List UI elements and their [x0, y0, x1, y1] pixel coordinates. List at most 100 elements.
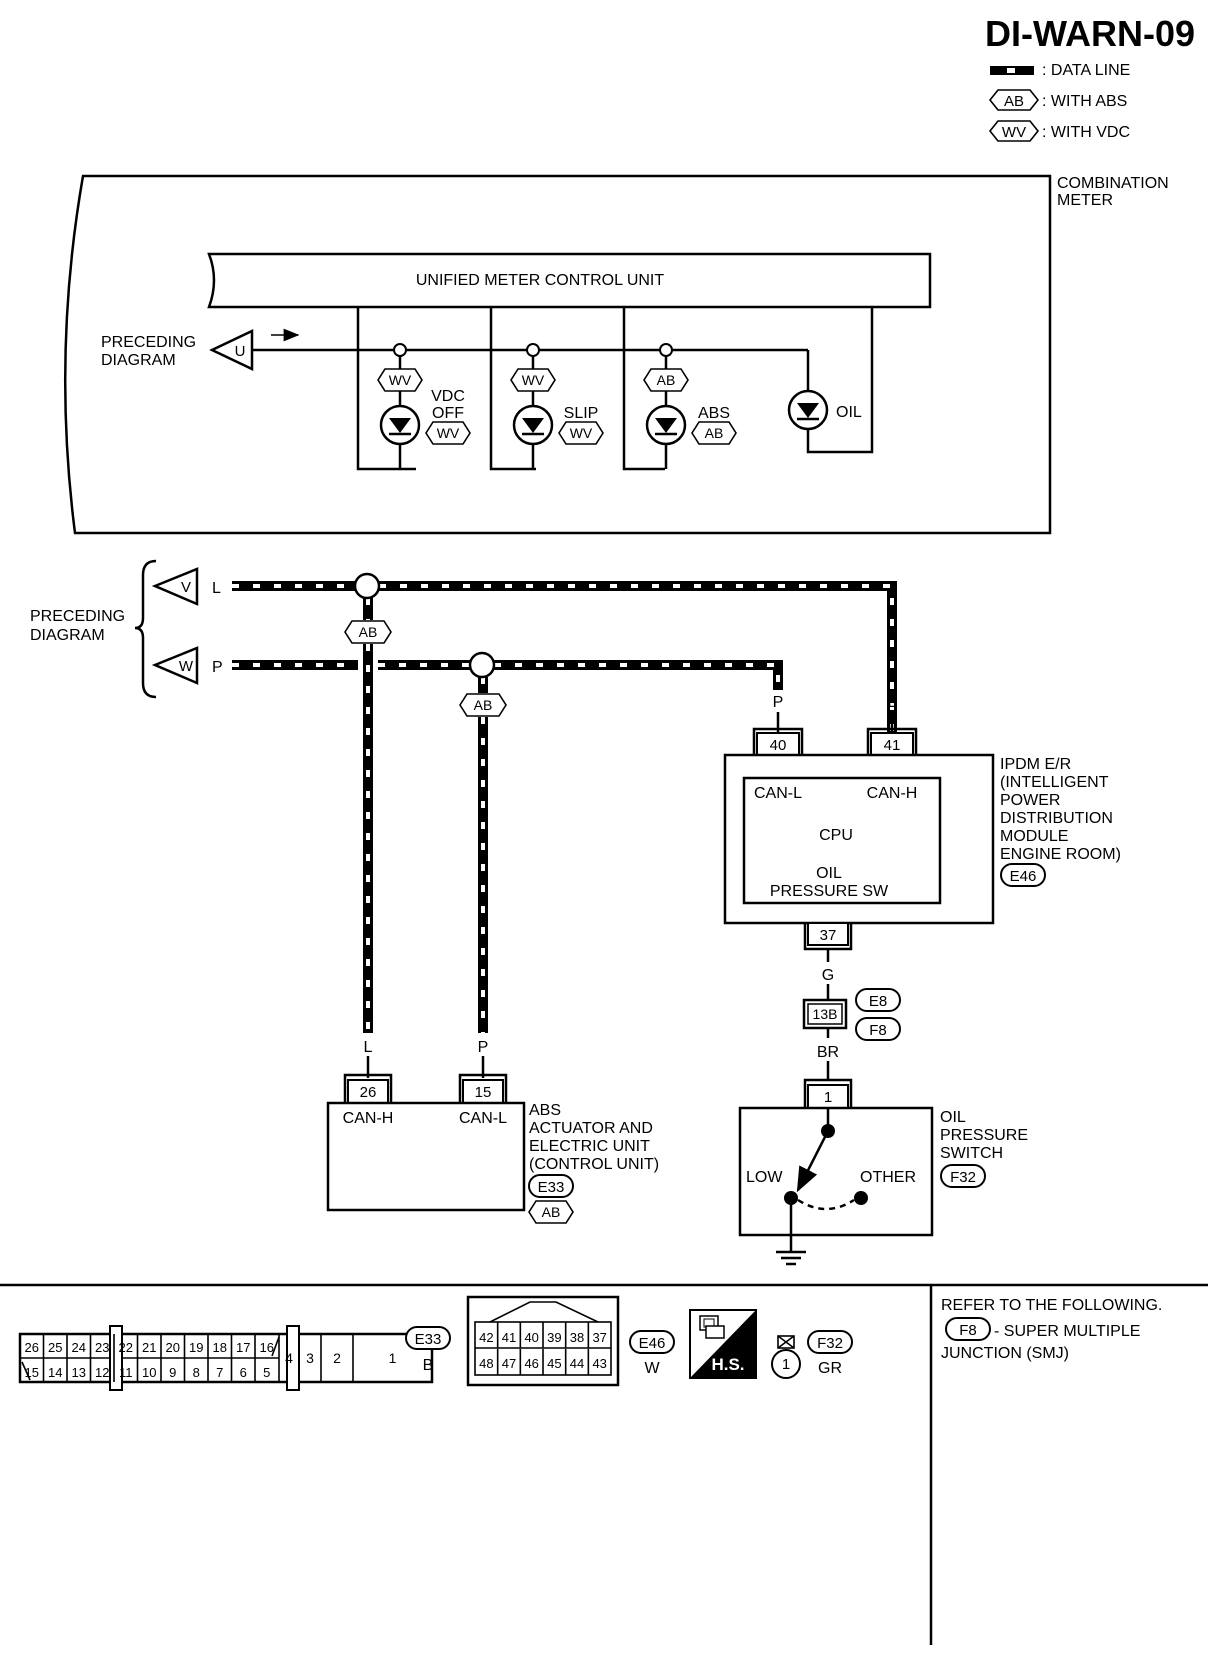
connector-v-icon [151, 567, 199, 606]
connector-cavity-number: 16 [260, 1340, 274, 1355]
smj-connector-f8: F8 [869, 1022, 887, 1039]
connector-e46-id: E46 [639, 1335, 666, 1352]
oil-switch-other: OTHER [860, 1169, 916, 1186]
smj-connector-e8: E8 [869, 993, 887, 1010]
connector-e46-badge [629, 1330, 675, 1354]
legend-vdc-tag: WV [1002, 124, 1026, 141]
connector-e46-color: W [644, 1360, 660, 1377]
connector-cavity-number: 47 [502, 1356, 516, 1371]
abs-can-h: CAN-H [343, 1110, 394, 1127]
abs-option-hex-icon [691, 421, 737, 445]
connector-cavity-number: 37 [592, 1330, 606, 1345]
ipdm-pin-37-label: 37 [820, 927, 837, 944]
refer-tag: F8 [959, 1322, 977, 1339]
wire-color-p: P [212, 659, 223, 676]
connector-cavity-number: 9 [169, 1365, 176, 1380]
ipdm-inner-box [742, 776, 942, 905]
connector-cavity-number: 20 [166, 1340, 180, 1355]
connector-cavity-number: 41 [502, 1330, 516, 1345]
connector-u-icon [209, 329, 254, 371]
connector-u-label: U [235, 343, 246, 360]
ipdm-wire-p-label: P [773, 694, 784, 711]
refer-line-2: - SUPER MULTIPLE [994, 1323, 1140, 1340]
ipdm-pin-40-label: 40 [770, 737, 787, 754]
connector-cavity-number: 1 [389, 1350, 397, 1366]
legend-with-vdc: : WITH VDC [1042, 124, 1130, 141]
preceding-diagram-label: PRECEDING [101, 334, 196, 351]
connector-cavity-number: 42 [479, 1330, 493, 1345]
abs-connector: E33 [538, 1179, 565, 1196]
connector-cavity-number: 38 [570, 1330, 584, 1345]
splice-circle [468, 651, 496, 679]
refer-line-3: JUNCTION (SMJ) [941, 1345, 1069, 1362]
abs-pin-26-label: 26 [360, 1084, 377, 1101]
oil-label: OIL [836, 404, 862, 421]
legend-abs-hex-icon [988, 89, 1040, 111]
ab-tag-hex-icon [459, 693, 507, 717]
splice-circle [353, 572, 381, 600]
connector-e33-badge [405, 1326, 451, 1350]
ipdm-wire-l-label: L [888, 694, 897, 711]
connector-f32-face: 1 [771, 1335, 801, 1379]
connector-cavity-number: 22 [119, 1340, 133, 1355]
ipdm-pin-41-label: 41 [884, 737, 901, 754]
switch-travel [797, 1198, 855, 1211]
connector-cavity-number: 19 [189, 1340, 203, 1355]
ipdm-er: 40 41 CAN-L CAN-H CPU OIL PRESSURE SW 37… [723, 727, 1121, 951]
connector-cavity-number: 21 [142, 1340, 156, 1355]
ipdm-can-h: CAN-H [867, 785, 918, 802]
ipdm-connector-badge [1000, 863, 1046, 887]
oil-pressure-switch: 1 LOW OTHER OIL PRESSURE SWITCH F32 [738, 1078, 1028, 1266]
slip-label: SLIP [564, 405, 599, 422]
connector-cavity-number: 2 [333, 1350, 341, 1366]
ipdm-oil-pressure-sw: OIL [816, 865, 842, 882]
oil-switch-label-3: SWITCH [940, 1145, 1003, 1162]
ab-tag-hex-icon [344, 620, 392, 644]
wire-color-g: G [822, 967, 834, 984]
switch-blade [796, 1130, 830, 1193]
slip-tag: WV [522, 372, 545, 388]
connector-e33-color: B [423, 1357, 434, 1374]
connector-f32-id: F32 [817, 1335, 843, 1352]
vdc-off-label: VDC [431, 388, 465, 405]
can-preceding-diagram-label: PRECEDING [30, 608, 125, 625]
oil-switch-label: OIL [940, 1109, 966, 1126]
connector-cavity-number: 43 [592, 1356, 606, 1371]
legend-abs-tag: AB [1004, 93, 1024, 110]
junction-dot [659, 343, 673, 357]
connector-f32-color: GR [818, 1360, 842, 1377]
abs-tag-hex-icon [643, 368, 689, 392]
smj-pin-label: 13B [813, 1006, 838, 1022]
slip-tag-hex-icon [510, 368, 556, 392]
switch-contact [854, 1191, 868, 1205]
refer-tag-badge [945, 1317, 991, 1341]
vdc-tag-hex-icon [377, 368, 423, 392]
smj-connector-e8-badge [855, 988, 901, 1012]
ipdm-connector: E46 [1010, 868, 1037, 885]
brace [134, 559, 157, 699]
connector-cavity-number: 39 [547, 1330, 561, 1345]
connector-cavity-number: 23 [95, 1340, 109, 1355]
unified-meter-control-unit-box [207, 252, 932, 309]
super-multiple-junction: G 13B E8 F8 BR [802, 949, 901, 1080]
ipdm-outer-box [723, 753, 995, 925]
ab-tag-2: AB [474, 697, 493, 713]
connector-cavity-number: 48 [479, 1356, 493, 1371]
vdc-option-tag: WV [437, 425, 460, 441]
slip-option-tag: WV [570, 425, 593, 441]
combination-meter-label-2: METER [1057, 192, 1113, 209]
connector-cavity-number: 25 [48, 1340, 62, 1355]
connector-w-label: W [179, 658, 194, 675]
legend: : DATA LINE AB : WITH ABS WV : WITH VDC [988, 62, 1130, 142]
abs-unit-tag-hex-icon [528, 1200, 574, 1224]
connector-cavity-number: 13 [72, 1365, 86, 1380]
wire-color-br: BR [817, 1044, 839, 1061]
connector-cavity-number: 44 [570, 1356, 584, 1371]
connector-cavity-number: 3 [306, 1350, 314, 1366]
connector-cavity-number: 6 [240, 1365, 247, 1380]
abs-unit-tag: AB [542, 1204, 561, 1220]
harness-side-icon: H.S. [689, 1309, 757, 1379]
legend-data-line: : DATA LINE [1042, 62, 1130, 79]
